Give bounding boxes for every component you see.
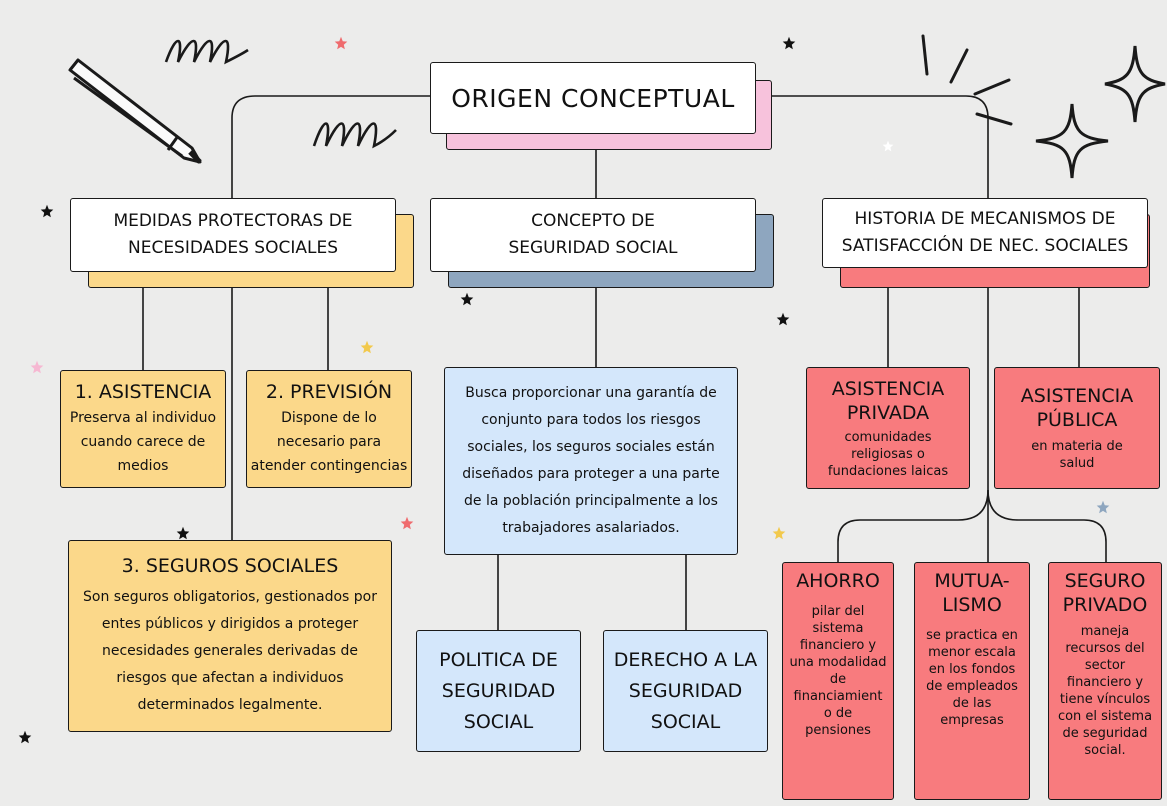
star-icon — [176, 526, 190, 540]
seguros-text: Son seguros obligatorios, gestionados po… — [83, 588, 377, 713]
seguros-node: 3. SEGUROS SOCIALES Son seguros obligato… — [68, 540, 392, 732]
left-header-node: MEDIDAS PROTECTORAS DE NECESIDADES SOCIA… — [70, 198, 396, 272]
asistencia-publica-title: ASISTENCIA PÚBLICA — [1020, 385, 1134, 431]
asistencia-privada-title: ASISTENCIA PRIVADA — [831, 377, 945, 424]
prevision-node: 2. PREVISIÓN Dispone de lo necesario par… — [246, 370, 412, 488]
root-title: ORIGEN CONCEPTUAL — [451, 83, 735, 113]
asistencia-node: 1. ASISTENCIA Preserva al individuo cuan… — [60, 370, 226, 488]
star-icon — [334, 36, 348, 50]
seguro-privado-node: SEGURO PRIVADO maneja recursos del secto… — [1048, 562, 1162, 800]
politica-title: POLITICA DE SEGURIDAD SOCIAL — [439, 648, 558, 733]
root-node: ORIGEN CONCEPTUAL — [430, 62, 756, 134]
star-icon — [772, 526, 786, 540]
right-header-title: HISTORIA DE MECANISMOS DE SATISFACCIÓN D… — [841, 209, 1129, 256]
star-icon — [40, 204, 54, 218]
right-header-node: HISTORIA DE MECANISMOS DE SATISFACCIÓN D… — [822, 198, 1148, 268]
derecho-title: DERECHO A LA SEGURIDAD SOCIAL — [613, 648, 758, 733]
center-header-title: CONCEPTO DE SEGURIDAD SOCIAL — [508, 211, 678, 258]
left-header-title: MEDIDAS PROTECTORAS DE NECESIDADES SOCIA… — [113, 211, 353, 258]
prevision-text: Dispone de lo necesario para atender con… — [250, 410, 408, 474]
seguro-privado-text: maneja recursos del sector financiero y … — [1057, 624, 1153, 758]
prevision-title: 2. PREVISIÓN — [265, 381, 393, 403]
mutualismo-text: se practica en menor escala en los fondo… — [926, 628, 1018, 728]
ahorro-text: pilar del sistema financiero y una modal… — [789, 604, 887, 738]
mutualismo-title: MUTUA- LISMO — [934, 570, 1010, 616]
scribble-icon — [164, 39, 249, 65]
star-icon — [400, 516, 414, 530]
star-icon — [882, 140, 894, 152]
star-icon — [460, 292, 474, 306]
politica-node: POLITICA DE SEGURIDAD SOCIAL — [416, 630, 581, 752]
asistencia-privada-text: comunidades religiosas o fundaciones lai… — [827, 429, 949, 479]
star-icon — [30, 360, 44, 374]
asistencia-publica-node: ASISTENCIA PÚBLICA en materia de salud — [994, 367, 1160, 489]
pencil-icon — [68, 58, 202, 164]
star-icon — [776, 312, 790, 326]
ahorro-node: AHORRO pilar del sistema financiero y un… — [782, 562, 894, 800]
mutualismo-node: MUTUA- LISMO se practica en menor escala… — [914, 562, 1030, 800]
asistencia-text: Preserva al individuo cuando carece de m… — [69, 410, 217, 474]
asistencia-publica-text: en materia de salud — [1031, 439, 1123, 471]
sparkle-icon — [1104, 45, 1166, 123]
sparkle-icon — [1035, 103, 1109, 179]
scribble-icon — [312, 122, 397, 149]
seguros-title: 3. SEGUROS SOCIALES — [121, 554, 339, 577]
ahorro-title: AHORRO — [796, 570, 880, 592]
burst-lines-icon — [921, 34, 1013, 126]
asistencia-privada-node: ASISTENCIA PRIVADA comunidades religiosa… — [806, 367, 970, 489]
asistencia-title: 1. ASISTENCIA — [74, 381, 212, 403]
seguro-privado-title: SEGURO PRIVADO — [1062, 570, 1148, 616]
star-icon — [1096, 500, 1110, 514]
concepto-description-text: Busca proporcionar una garantía de conju… — [462, 385, 720, 536]
derecho-node: DERECHO A LA SEGURIDAD SOCIAL — [603, 630, 768, 752]
star-icon — [18, 730, 32, 744]
star-icon — [360, 340, 374, 354]
center-header-node: CONCEPTO DE SEGURIDAD SOCIAL — [430, 198, 756, 272]
concepto-description-node: Busca proporcionar una garantía de conju… — [444, 367, 738, 555]
star-icon — [782, 36, 796, 50]
